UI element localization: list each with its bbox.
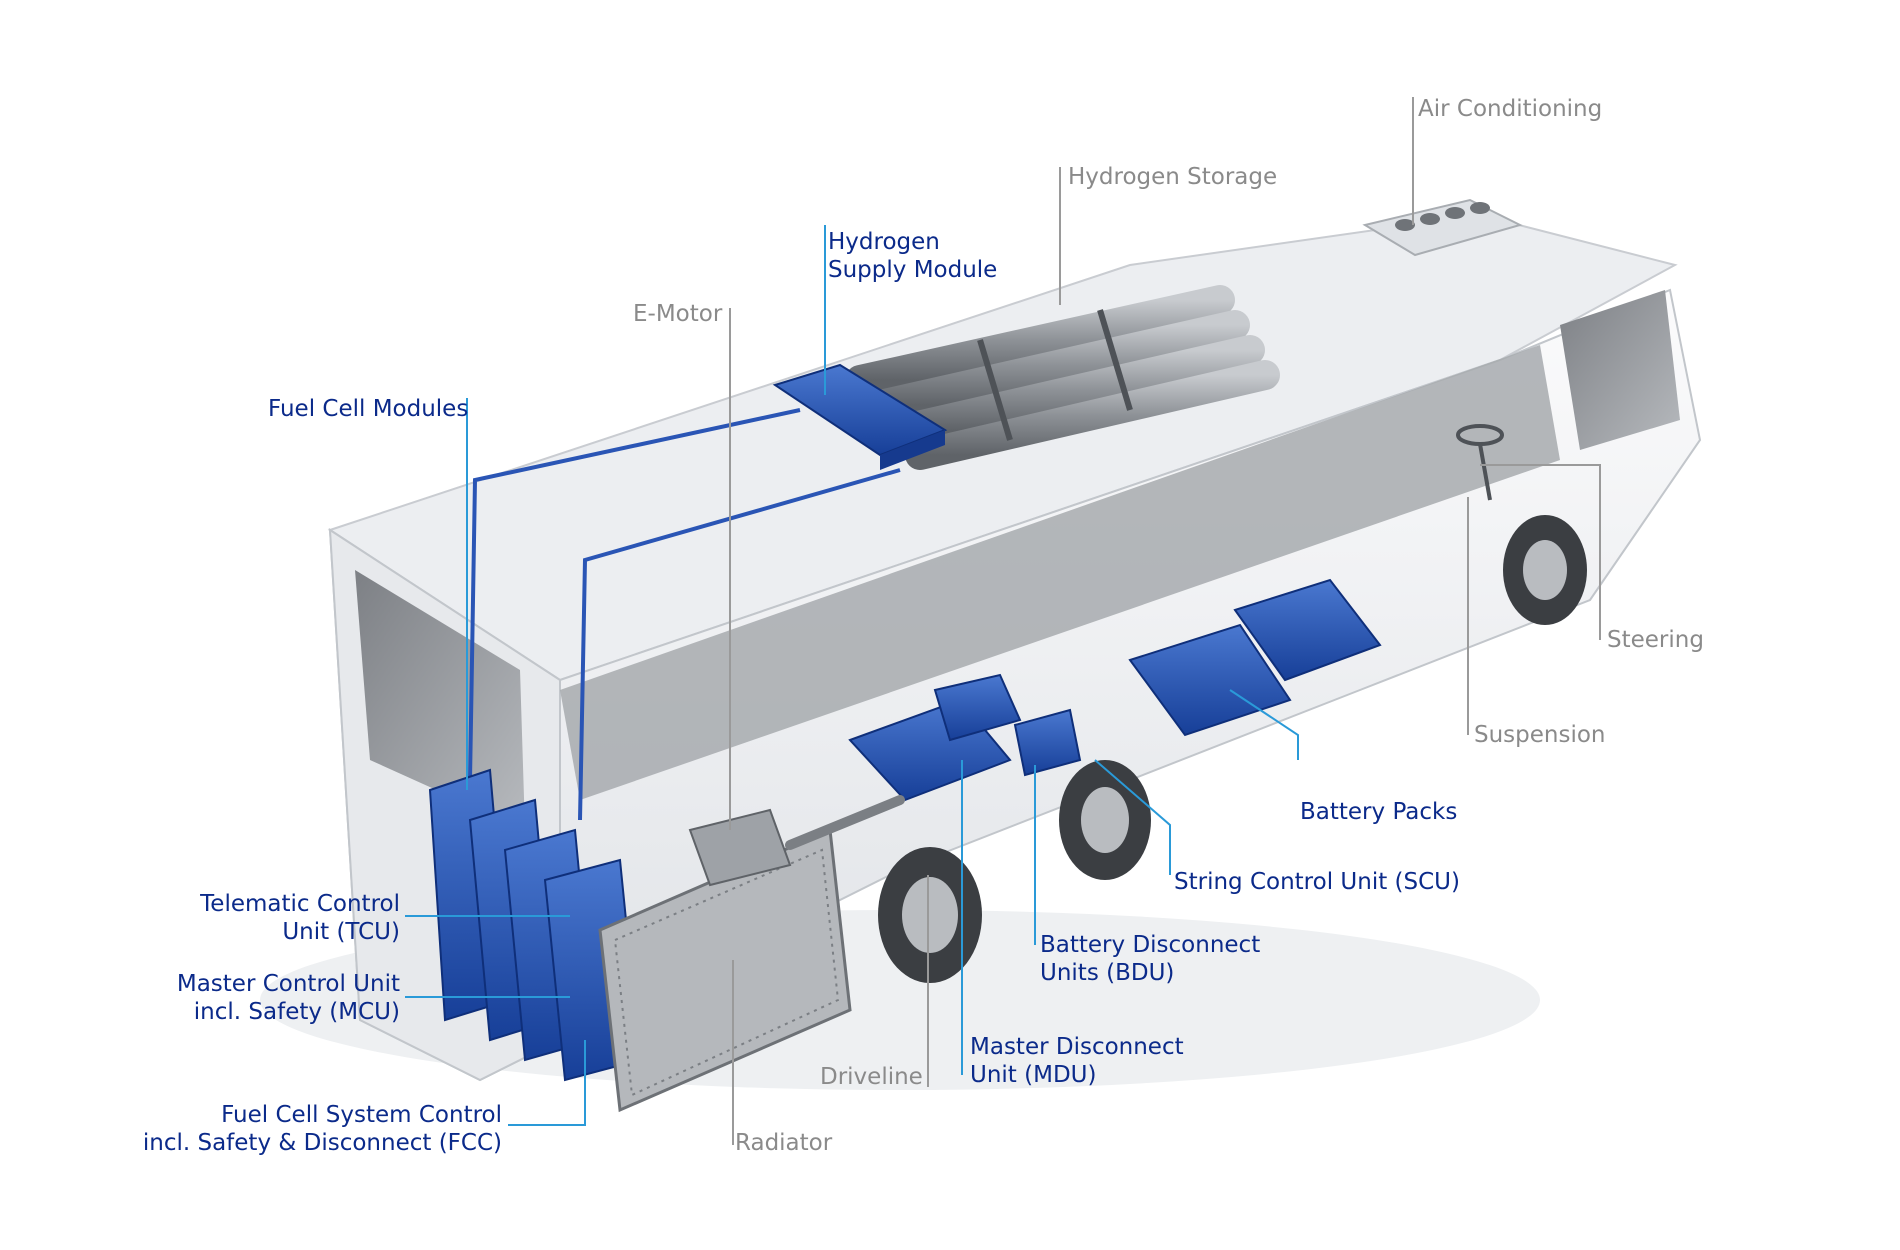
grey-leader-lines bbox=[729, 97, 1601, 1145]
label-air-conditioning: Air Conditioning bbox=[1418, 96, 1603, 122]
label-battery-disconnect-units: Battery Disconnect Units (BDU) bbox=[1040, 932, 1261, 986]
label-steering: Steering bbox=[1607, 627, 1704, 653]
rear-window bbox=[355, 570, 525, 830]
label-fuel-cell-system-control: Fuel Cell System Control incl. Safety & … bbox=[142, 1102, 502, 1156]
label-battery-packs: Battery Packs bbox=[1300, 799, 1458, 825]
label-driveline: Driveline bbox=[820, 1064, 923, 1090]
label-telematic-control-unit: Telematic Control Unit (TCU) bbox=[200, 891, 400, 945]
label-fuel-cell-modules: Fuel Cell Modules bbox=[268, 396, 469, 422]
fluid-pipes bbox=[468, 408, 901, 821]
front-windshield bbox=[1560, 290, 1680, 450]
wheels bbox=[878, 515, 1587, 983]
e-motor bbox=[688, 808, 792, 887]
label-hydrogen-supply-module: Hydrogen Supply Module bbox=[828, 229, 998, 283]
label-e-motor: E-Motor bbox=[633, 301, 723, 327]
label-master-control-unit: Master Control Unit incl. Safety (MCU) bbox=[176, 971, 400, 1025]
battery-system bbox=[848, 578, 1382, 802]
blue-leader-lines bbox=[405, 225, 1299, 1126]
hydrogen-storage-tanks bbox=[845, 285, 1280, 470]
driveline-shaft bbox=[785, 795, 905, 850]
side-windows bbox=[560, 345, 1560, 800]
label-master-disconnect-unit: Master Disconnect Unit (MDU) bbox=[970, 1034, 1184, 1088]
label-hydrogen-storage: Hydrogen Storage bbox=[1068, 164, 1278, 190]
fuel-cell-module-stacks bbox=[428, 768, 642, 1082]
label-radiator: Radiator bbox=[735, 1130, 833, 1156]
label-suspension: Suspension bbox=[1474, 722, 1606, 748]
label-string-control-unit: String Control Unit (SCU) bbox=[1174, 869, 1460, 895]
